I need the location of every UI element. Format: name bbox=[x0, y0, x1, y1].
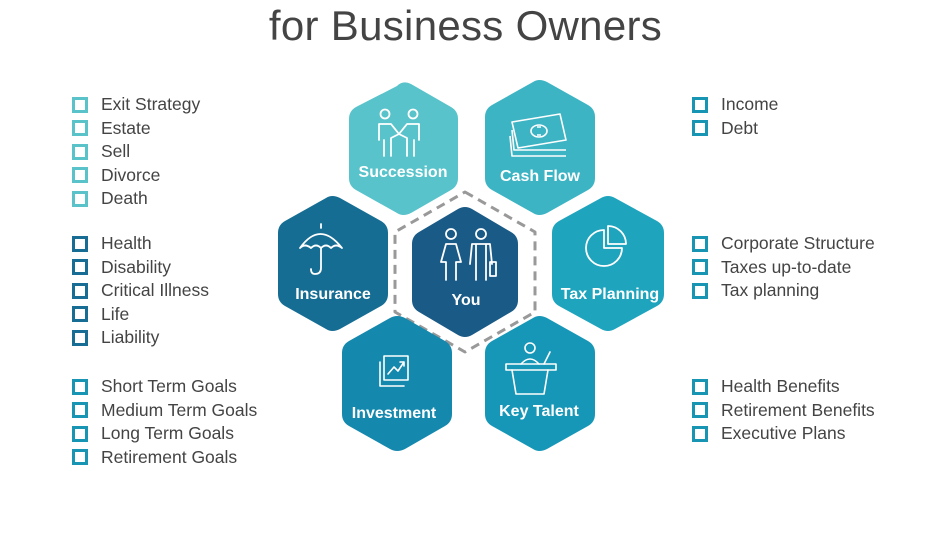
checkbox-icon bbox=[692, 120, 708, 137]
hexagon-you[interactable]: You bbox=[412, 207, 518, 337]
hexagon-tax-planning-shape bbox=[552, 196, 664, 331]
checkbox-icon bbox=[72, 329, 88, 346]
succession-list: Exit Strategy Estate Sell Divorce Death bbox=[72, 93, 200, 211]
checkbox-icon bbox=[692, 235, 708, 252]
hexagon-cash-flow-shape bbox=[485, 80, 595, 215]
list-item: Sell bbox=[72, 140, 200, 164]
list-item: Health bbox=[72, 232, 209, 256]
growth-document-icon bbox=[379, 355, 409, 387]
hexagon-key-talent[interactable]: Key Talent bbox=[485, 316, 595, 451]
list-item: Estate bbox=[72, 117, 200, 141]
hexagon-insurance-shape bbox=[278, 196, 388, 331]
checkbox-icon bbox=[692, 378, 708, 395]
umbrella-icon bbox=[299, 223, 343, 275]
checkbox-icon bbox=[72, 425, 88, 442]
checkbox-icon bbox=[72, 96, 88, 113]
hexagon-insurance-label: Insurance bbox=[295, 286, 371, 303]
list-item: Exit Strategy bbox=[72, 93, 200, 117]
hexagon-tax-planning[interactable]: Tax Planning bbox=[552, 196, 664, 331]
checkbox-icon bbox=[72, 449, 88, 466]
hexagon-succession-label: Succession bbox=[359, 164, 448, 181]
hexagon-succession[interactable]: Succession bbox=[349, 82, 458, 216]
list-item: Long Term Goals bbox=[72, 422, 257, 446]
list-item: Death bbox=[72, 187, 200, 211]
handshake-icon bbox=[378, 108, 420, 157]
hexagon-investment-label: Investment bbox=[352, 405, 437, 422]
investment-list: Short Term Goals Medium Term Goals Long … bbox=[72, 375, 257, 469]
list-item: Life bbox=[72, 303, 209, 327]
checkbox-icon bbox=[692, 402, 708, 419]
list-item: Taxes up-to-date bbox=[692, 256, 875, 280]
list-item: Divorce bbox=[72, 164, 200, 188]
list-item: Retirement Goals bbox=[72, 446, 257, 470]
checkbox-icon bbox=[72, 143, 88, 160]
list-item: Critical Illness bbox=[72, 279, 209, 303]
checkbox-icon bbox=[72, 190, 88, 207]
list-item: Retirement Benefits bbox=[692, 399, 875, 423]
checkbox-icon bbox=[72, 120, 88, 137]
list-item: Short Term Goals bbox=[72, 375, 257, 399]
page-title: for Business Owners bbox=[268, 2, 663, 49]
list-item: Income bbox=[692, 93, 778, 117]
key-talent-list: Health Benefits Retirement Benefits Exec… bbox=[692, 375, 875, 446]
hexagon-investment-shape bbox=[342, 316, 452, 451]
checkbox-icon bbox=[72, 282, 88, 299]
list-item: Health Benefits bbox=[692, 375, 875, 399]
people-icon bbox=[440, 228, 497, 281]
checkbox-icon bbox=[692, 96, 708, 113]
checkbox-icon bbox=[72, 235, 88, 252]
insurance-list: Health Disability Critical Illness Life … bbox=[72, 232, 209, 350]
list-item: Corporate Structure bbox=[692, 232, 875, 256]
hexagon-key-talent-shape bbox=[485, 316, 595, 451]
hexagon-you-label: You bbox=[451, 292, 480, 309]
hexagon-you-shape bbox=[412, 207, 518, 337]
list-item: Debt bbox=[692, 117, 778, 141]
list-item: Medium Term Goals bbox=[72, 399, 257, 423]
hexagon-cash-flow-label: Cash Flow bbox=[500, 168, 581, 185]
list-item: Tax planning bbox=[692, 279, 875, 303]
checkbox-icon bbox=[72, 378, 88, 395]
hexagon-cash-flow[interactable]: Cash Flow bbox=[485, 80, 595, 215]
checkbox-icon bbox=[72, 259, 88, 276]
cash-icon bbox=[509, 113, 567, 157]
list-item: Disability bbox=[72, 256, 209, 280]
list-item: Executive Plans bbox=[692, 422, 875, 446]
pie-chart-icon bbox=[585, 225, 627, 267]
checkbox-icon bbox=[72, 167, 88, 184]
checkbox-icon bbox=[692, 425, 708, 442]
hexagon-insurance[interactable]: Insurance bbox=[278, 196, 388, 331]
checkbox-icon bbox=[692, 282, 708, 299]
hexagon-key-talent-label: Key Talent bbox=[499, 403, 579, 420]
hexagon-tax-planning-label: Tax Planning bbox=[561, 286, 659, 303]
speaker-podium-icon bbox=[505, 342, 557, 395]
hexagon-succession-shape bbox=[349, 82, 458, 216]
hexagon-investment[interactable]: Investment bbox=[342, 316, 452, 451]
checkbox-icon bbox=[72, 306, 88, 323]
checkbox-icon bbox=[692, 259, 708, 276]
list-item: Liability bbox=[72, 326, 209, 350]
dashed-ring bbox=[393, 190, 537, 354]
checkbox-icon bbox=[72, 402, 88, 419]
tax-planning-list: Corporate Structure Taxes up-to-date Tax… bbox=[692, 232, 875, 303]
cash-flow-list: Income Debt bbox=[692, 93, 778, 140]
